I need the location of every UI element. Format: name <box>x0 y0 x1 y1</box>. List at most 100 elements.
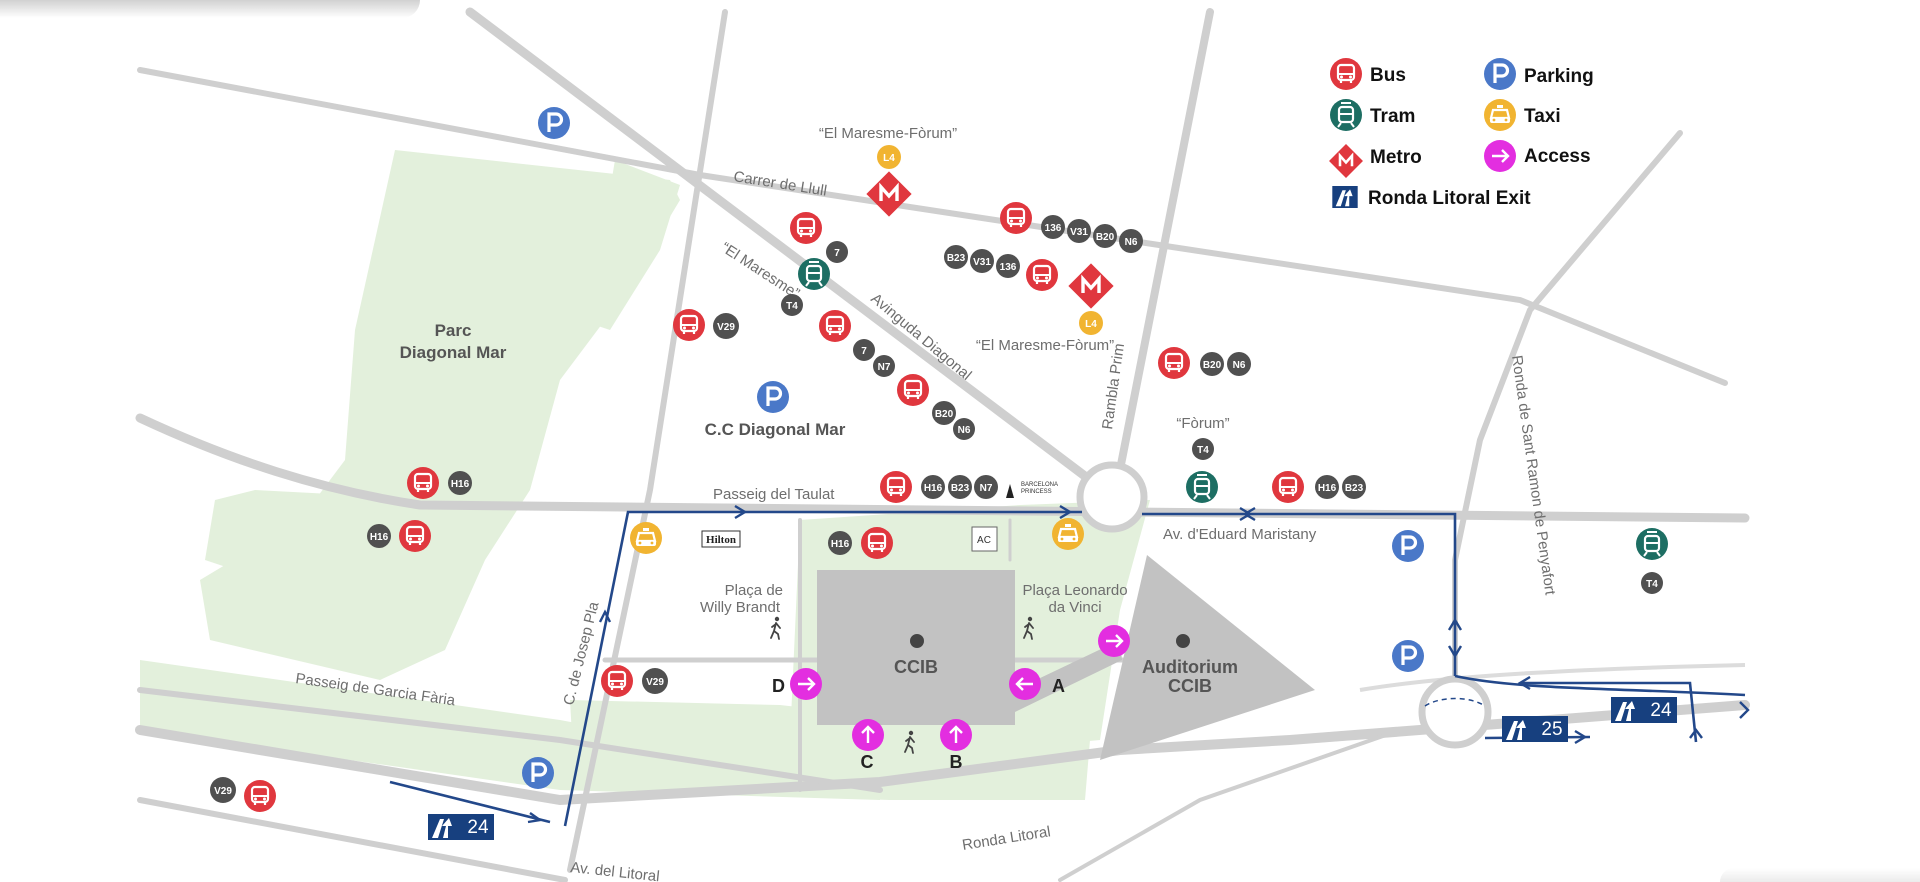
svg-text:T4: T4 <box>1197 445 1209 456</box>
top-edge-shadow <box>0 0 420 18</box>
metro-icon <box>865 170 913 218</box>
line-chip-b23: B23 <box>948 475 972 499</box>
svg-text:B23: B23 <box>947 253 966 264</box>
street-ronda-litoral: Ronda Litoral <box>961 823 1052 854</box>
svg-text:Taxi: Taxi <box>1524 106 1561 127</box>
access-arrow-icon <box>1098 625 1130 657</box>
bus-icon <box>880 471 912 503</box>
taxi-icon <box>1052 518 1084 550</box>
svg-text:BARCELONA: BARCELONA <box>1021 482 1058 488</box>
line-chip-n6: N6 <box>1119 229 1143 253</box>
label-leonardo-2: da Vinci <box>1048 599 1101 616</box>
line-chip-h16: H16 <box>921 475 945 499</box>
parking-icon <box>522 757 554 789</box>
legend-tram: Tram <box>1330 99 1415 131</box>
line-chip-136: 136 <box>996 254 1020 278</box>
legend-bus: Bus <box>1330 58 1406 90</box>
svg-text:H16: H16 <box>831 539 850 550</box>
svg-text:Hilton: Hilton <box>706 534 736 546</box>
access-label-c: C <box>861 752 874 772</box>
access-arrow-icon <box>790 668 822 700</box>
place-labels: Parc Diagonal Mar C.C Diagonal Mar Plaça… <box>400 321 1238 696</box>
legend-ronda-exit: Ronda Litoral Exit <box>1332 186 1531 209</box>
legend-access: Access <box>1484 140 1591 172</box>
line-chip-b23: B23 <box>1342 475 1366 499</box>
stop-label-maresme-forum-top: “El Maresme-Fòrum” <box>819 125 957 142</box>
svg-text:H16: H16 <box>1318 483 1337 494</box>
street-rambla-prim: Rambla Prim <box>1099 342 1128 430</box>
bus-icon <box>1272 471 1304 503</box>
parking-icon <box>1484 58 1516 90</box>
svg-text:V31: V31 <box>973 257 991 268</box>
tram-icon <box>1636 528 1668 560</box>
svg-text:T4: T4 <box>786 301 798 312</box>
line-chip-b20: B20 <box>1200 352 1224 376</box>
legend: Bus Tram Metro Ronda Litoral Exit Parkin… <box>1328 58 1594 209</box>
svg-text:Access: Access <box>1524 146 1591 167</box>
svg-text:N6: N6 <box>1125 237 1138 248</box>
stop-label-maresme-forum-right: “El Maresme-Fòrum” <box>976 337 1114 354</box>
svg-text:N7: N7 <box>878 362 891 373</box>
svg-text:PRINCESS: PRINCESS <box>1021 489 1052 495</box>
label-diagonal-mar-park: Diagonal Mar <box>400 343 507 362</box>
street-passeig-taulat: Passeig del Taulat <box>713 486 835 503</box>
taxi-icon <box>1484 99 1516 131</box>
metro-icon <box>1328 143 1364 179</box>
bus-icon <box>601 665 633 697</box>
stop-labels: “El Maresme-Fòrum” “El Maresme-Fòrum” “E… <box>718 125 1230 432</box>
street-eduard-maristany: Av. d'Eduard Maristany <box>1163 526 1317 543</box>
bus-icon <box>897 374 929 406</box>
line-chip-n6: N6 <box>953 418 975 440</box>
line-chip-b20: B20 <box>932 401 956 425</box>
line-chip-n7: N7 <box>974 475 998 499</box>
ccib-marker <box>910 634 924 648</box>
access-arrow-icon <box>852 719 884 751</box>
svg-text:Ronda Litoral Exit: Ronda Litoral Exit <box>1368 188 1531 209</box>
roads <box>135 7 1750 882</box>
auditorium-marker <box>1176 634 1190 648</box>
street-ronda-sant-ramon: Ronda de Sant Ramon de Penyafort <box>1508 354 1559 597</box>
line-chip-h16: H16 <box>448 471 472 495</box>
roundabout-forum <box>1076 461 1148 533</box>
svg-text:Tram: Tram <box>1370 106 1415 127</box>
metro-icon <box>1067 262 1115 310</box>
access-points: A B C D <box>772 625 1130 772</box>
legend-taxi: Taxi <box>1484 99 1561 131</box>
svg-text:136: 136 <box>1000 262 1017 273</box>
svg-text:H16: H16 <box>924 483 943 494</box>
bus-icon <box>819 310 851 342</box>
bus-icon <box>399 520 431 552</box>
line-chip-v29: V29 <box>713 313 739 339</box>
svg-text:H16: H16 <box>370 532 389 543</box>
svg-text:N6: N6 <box>1233 360 1246 371</box>
taxi-icon <box>630 522 662 554</box>
svg-text:Metro: Metro <box>1370 147 1422 168</box>
access-arrow-icon <box>1484 140 1516 172</box>
legend-parking: Parking <box>1484 58 1594 90</box>
label-cc-diagonal-mar: C.C Diagonal Mar <box>705 420 846 439</box>
svg-text:B23: B23 <box>1345 483 1364 494</box>
access-arrow-icon <box>1009 668 1041 700</box>
line-chip-136: 136 <box>1041 215 1065 239</box>
svg-text:24: 24 <box>467 817 489 838</box>
line-chip-h16: H16 <box>1315 475 1339 499</box>
svg-text:L4: L4 <box>883 153 895 164</box>
ac-hotel-logo: AC <box>971 526 998 552</box>
access-label-a: A <box>1052 676 1065 696</box>
access-label-b: B <box>950 752 963 772</box>
road-ramp <box>1359 663 1746 692</box>
ronda-tunnel-route <box>1424 697 1486 707</box>
line-chip-n6: N6 <box>1227 352 1251 376</box>
stop-label-forum: “Fòrum” <box>1176 415 1229 432</box>
street-josep-pla: C. de Josep Pla <box>560 599 602 706</box>
label-auditorium-1: Auditorium <box>1142 657 1238 677</box>
ronda-exit-24-left: 24 <box>428 814 494 840</box>
line-chip-n7: N7 <box>873 355 895 377</box>
line-chip-l4: L4 <box>1079 311 1103 335</box>
pedestrian-icon <box>770 616 781 640</box>
bus-icon <box>244 780 276 812</box>
line-chip-b20: B20 <box>1093 224 1117 248</box>
svg-text:7: 7 <box>834 248 840 259</box>
bus-icon <box>673 309 705 341</box>
svg-text:AC: AC <box>977 535 991 546</box>
